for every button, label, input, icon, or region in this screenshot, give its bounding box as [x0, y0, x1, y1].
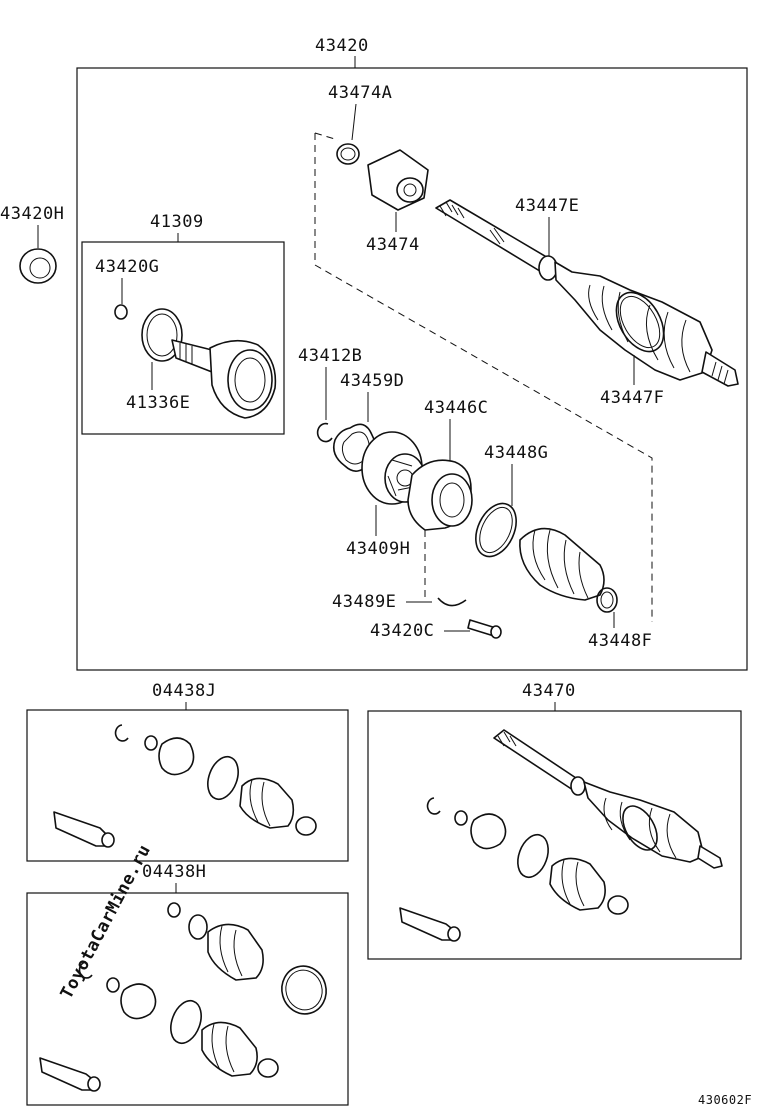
subassembly-41309-frame [81, 241, 285, 435]
label-41336E[interactable]: 41336E [126, 393, 190, 413]
label-41309[interactable]: 41309 [150, 212, 204, 232]
label-43409H[interactable]: 43409H [346, 539, 410, 559]
main-assembly-frame [76, 67, 748, 671]
kit-04438J-frame [26, 709, 349, 862]
label-43470[interactable]: 43470 [522, 681, 576, 701]
label-04438J[interactable]: 04438J [152, 681, 216, 701]
separate-part-43420H: 43420H [0, 204, 64, 284]
joint-housing-43446C [407, 459, 473, 531]
label-43446C[interactable]: 43446C [424, 398, 488, 418]
label-43420G[interactable]: 43420G [95, 257, 159, 277]
drive-shaft-outer [435, 199, 739, 387]
label-43420[interactable]: 43420 [315, 36, 369, 56]
label-43448F[interactable]: 43448F [588, 631, 652, 651]
label-43459D[interactable]: 43459D [340, 371, 404, 391]
label-43474A[interactable]: 43474A [328, 83, 392, 103]
label-43447E[interactable]: 43447E [515, 196, 579, 216]
kit-43470-group: 43470 [367, 681, 742, 960]
label-43420H[interactable]: 43420H [0, 204, 64, 224]
kit-04438J-parts [53, 724, 317, 848]
watermark-text: ToyotaCarMine.ru [57, 841, 155, 1002]
snap-ring-43412B [316, 422, 333, 443]
joint-41336E [141, 308, 277, 419]
label-43447F[interactable]: 43447F [600, 388, 664, 408]
seal-43420H [19, 248, 57, 284]
clip-43489E [437, 597, 467, 607]
ring-43420G [114, 304, 128, 320]
kit-43470-parts [399, 729, 723, 942]
kit-04438H-group: 04438H [26, 860, 349, 1106]
damper-43474 [367, 149, 429, 211]
leader-43474A [351, 103, 357, 141]
kit-04438H-parts [39, 902, 327, 1092]
bolt-43420C [467, 619, 502, 639]
subassembly-41309-group: 41309 43420G 41336E [81, 212, 285, 435]
assembly-dashed-outline [314, 132, 653, 622]
kit-04438J-group: 04438J [26, 681, 349, 862]
kit-04438H-frame [26, 892, 349, 1106]
label-43448G[interactable]: 43448G [484, 443, 548, 463]
figure-code: 430602F [698, 1093, 752, 1107]
main-assembly-group: 43420 43474A 43474 [76, 36, 748, 671]
clamp-43447F [615, 291, 665, 353]
label-43412B[interactable]: 43412B [298, 346, 362, 366]
inner-boot [519, 527, 605, 601]
label-43474[interactable]: 43474 [366, 235, 420, 255]
clip-43474A [336, 143, 360, 165]
kit-43470-frame [367, 710, 742, 960]
label-43489E[interactable]: 43489E [332, 592, 396, 612]
clamp-43448G [475, 502, 517, 558]
clamp-43448F [596, 587, 618, 613]
label-43420C[interactable]: 43420C [370, 621, 434, 641]
label-04438H[interactable]: 04438H [142, 862, 206, 882]
